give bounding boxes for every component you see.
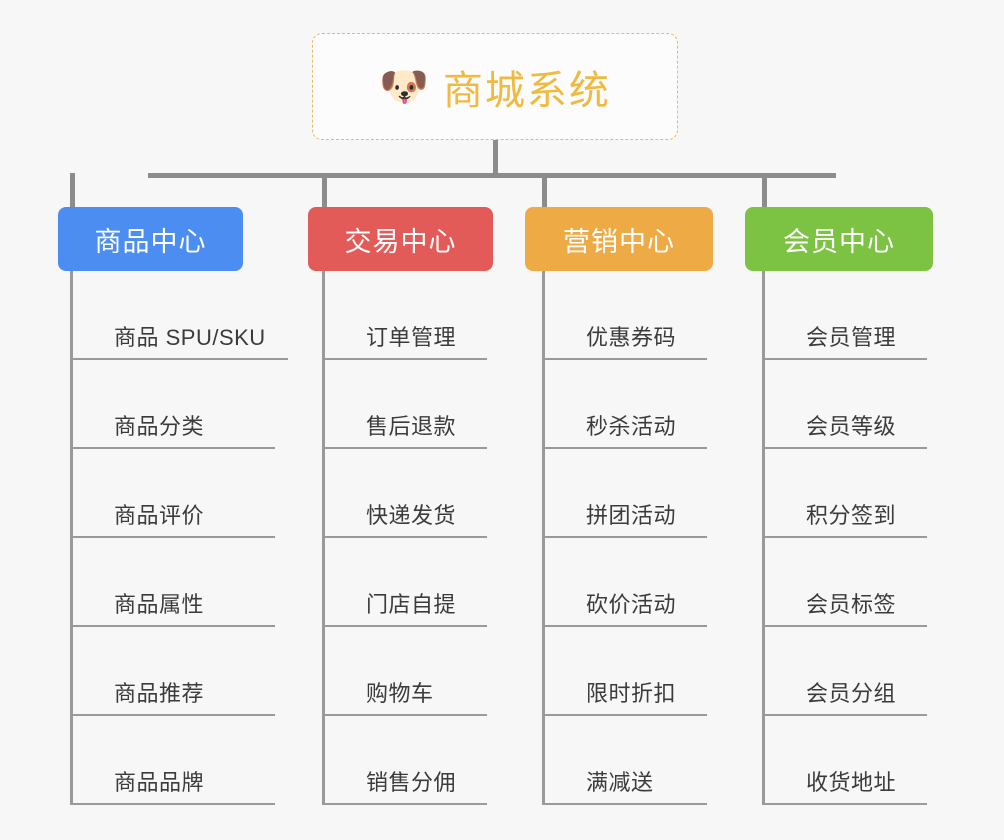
branch-trunk-trade-center — [322, 271, 325, 805]
leaf-item-label: 会员分组 — [806, 681, 897, 706]
leaf-item[interactable]: 积分签到 — [762, 449, 927, 538]
leaf-item[interactable]: 会员等级 — [762, 360, 927, 449]
connector-horizontal-bus — [148, 173, 836, 178]
leaf-item[interactable]: 砍价活动 — [542, 538, 707, 627]
root-node-mall-system[interactable]: 🐶 商城系统 — [312, 33, 678, 140]
leaf-item[interactable]: 收货地址 — [762, 716, 927, 805]
leaf-item-label: 售后退款 — [366, 414, 457, 439]
leaf-item-label: 积分签到 — [806, 503, 897, 528]
connector-drop-trade-center — [322, 173, 327, 208]
leaf-item[interactable]: 满减送 — [542, 716, 707, 805]
leaf-item-label: 商品 SPU/SKU — [114, 325, 266, 350]
branch-trunk-member-center — [762, 271, 765, 805]
leaf-item-label: 商品评价 — [114, 503, 205, 528]
leaf-item[interactable]: 售后退款 — [322, 360, 487, 449]
leaf-item-label: 商品品牌 — [114, 770, 205, 795]
leaf-item-label: 秒杀活动 — [586, 414, 677, 439]
category-box-member-center[interactable]: 会员中心 — [745, 207, 933, 271]
leaf-item[interactable]: 秒杀活动 — [542, 360, 707, 449]
leaf-item-label: 商品属性 — [114, 592, 205, 617]
leaf-item[interactable]: 订单管理 — [322, 271, 487, 360]
connector-drop-marketing-center — [542, 173, 547, 208]
leaf-item-label: 收货地址 — [806, 770, 897, 795]
shiba-dog-face-icon: 🐶 — [379, 64, 429, 109]
leaf-item[interactable]: 商品推荐 — [70, 627, 275, 716]
leaf-item[interactable]: 拼团活动 — [542, 449, 707, 538]
connector-root-stem — [493, 140, 498, 176]
leaf-item-label: 满减送 — [586, 770, 654, 795]
leaf-item[interactable]: 商品评价 — [70, 449, 275, 538]
leaf-item[interactable]: 商品 SPU/SKU — [70, 271, 288, 360]
leaf-item[interactable]: 快递发货 — [322, 449, 487, 538]
leaf-item-label: 会员标签 — [806, 592, 897, 617]
leaf-item-label: 拼团活动 — [586, 503, 677, 528]
leaf-item[interactable]: 商品品牌 — [70, 716, 275, 805]
category-box-trade-center[interactable]: 交易中心 — [308, 207, 493, 271]
leaf-item-label: 订单管理 — [366, 325, 457, 350]
leaf-item-label: 购物车 — [366, 681, 434, 706]
connector-drop-product-center — [70, 173, 75, 208]
branch-trunk-product-center — [70, 271, 73, 805]
leaf-item[interactable]: 会员标签 — [762, 538, 927, 627]
category-label-product-center: 商品中心 — [94, 226, 207, 257]
branch-trunk-marketing-center — [542, 271, 545, 805]
leaf-item[interactable]: 门店自提 — [322, 538, 487, 627]
leaf-item-label: 快递发货 — [366, 503, 457, 528]
leaf-item-label: 销售分佣 — [366, 770, 457, 795]
leaf-item[interactable]: 商品属性 — [70, 538, 275, 627]
root-node-title: 商城系统 — [442, 68, 611, 113]
leaf-item-label: 限时折扣 — [586, 681, 677, 706]
leaf-item-label: 商品分类 — [114, 414, 205, 439]
connector-drop-member-center — [762, 173, 767, 208]
category-box-marketing-center[interactable]: 营销中心 — [525, 207, 713, 271]
category-label-trade-center: 交易中心 — [344, 226, 457, 257]
category-box-product-center[interactable]: 商品中心 — [58, 207, 243, 271]
leaf-item[interactable]: 优惠券码 — [542, 271, 707, 360]
category-label-member-center: 会员中心 — [783, 226, 895, 257]
leaf-item[interactable]: 商品分类 — [70, 360, 275, 449]
leaf-item-label: 优惠券码 — [586, 325, 677, 350]
leaf-item[interactable]: 会员分组 — [762, 627, 927, 716]
leaf-item-label: 商品推荐 — [114, 681, 205, 706]
category-label-marketing-center: 营销中心 — [563, 226, 675, 257]
leaf-item-label: 会员管理 — [806, 325, 897, 350]
leaf-item[interactable]: 销售分佣 — [322, 716, 487, 805]
leaf-item-label: 门店自提 — [366, 592, 457, 617]
leaf-item[interactable]: 会员管理 — [762, 271, 927, 360]
leaf-item-label: 砍价活动 — [586, 592, 677, 617]
leaf-item[interactable]: 购物车 — [322, 627, 487, 716]
leaf-item-label: 会员等级 — [806, 414, 897, 439]
leaf-item[interactable]: 限时折扣 — [542, 627, 707, 716]
